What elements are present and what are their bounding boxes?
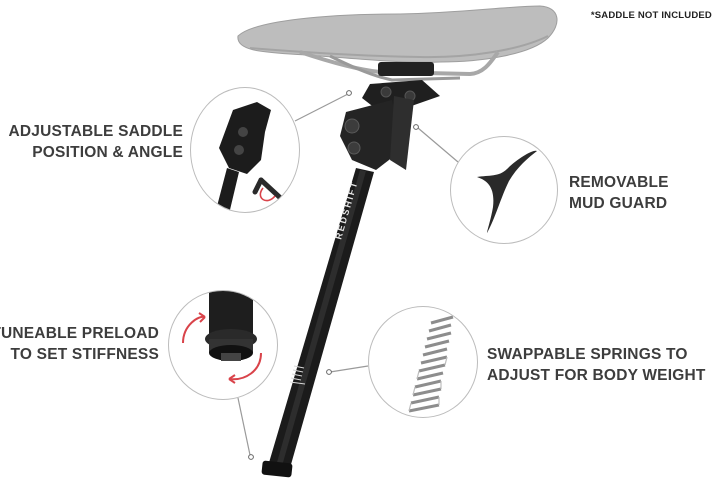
saddle-not-included-note: *SADDLE NOT INCLUDED	[590, 10, 712, 21]
feature-mud-guard: REMOVABLE MUD GUARD	[569, 172, 669, 214]
leader-line-preload	[237, 397, 251, 456]
leader-line-mudguard	[417, 127, 459, 163]
feature-saddle-line1: ADJUSTABLE SADDLE	[8, 123, 183, 140]
feature-saddle-line2: POSITION & ANGLE	[32, 144, 183, 161]
leader-line-springs	[329, 365, 369, 373]
preload-adjuster-icon	[182, 291, 262, 384]
clamp-closeup-icon	[215, 102, 290, 212]
seatpost-shaft	[261, 168, 374, 478]
callout-mud-guard	[450, 136, 558, 244]
feature-springs-line2: ADJUST FOR BODY WEIGHT	[487, 367, 706, 384]
callout-saddle-clamp	[190, 87, 300, 213]
feature-mudguard-line1: REMOVABLE	[569, 174, 669, 191]
callout-springs	[368, 306, 478, 418]
spring-icon	[408, 315, 454, 413]
leader-line-saddle	[294, 93, 349, 122]
feature-saddle-adjust: ADJUSTABLE SADDLE POSITION & ANGLE	[9, 121, 183, 163]
mud-guard-icon	[477, 150, 537, 233]
feature-springs-line1: SWAPPABLE SPRINGS TO	[487, 346, 688, 363]
feature-springs: SWAPPABLE SPRINGS TO ADJUST FOR BODY WEI…	[487, 344, 706, 386]
feature-preload-line2: TO SET STIFFNESS	[10, 346, 159, 363]
feature-preload: TUNEABLE PRELOAD TO SET STIFFNESS	[0, 323, 159, 365]
callout-preload	[168, 290, 278, 400]
seatpost-head	[340, 62, 440, 170]
feature-preload-line1: TUNEABLE PRELOAD	[0, 325, 159, 342]
feature-mudguard-line2: MUD GUARD	[569, 195, 668, 212]
